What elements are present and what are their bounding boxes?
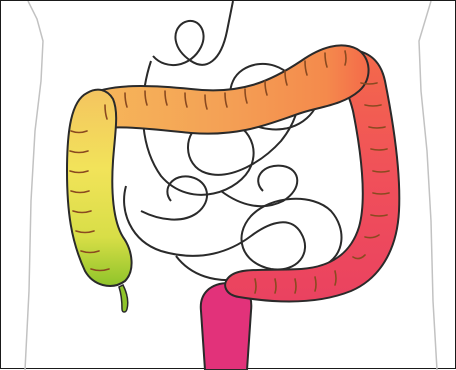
small-intestine: [124, 1, 341, 297]
body-outline-left: [25, 1, 43, 370]
body-outline-right: [419, 1, 437, 370]
appendix: [119, 285, 128, 312]
